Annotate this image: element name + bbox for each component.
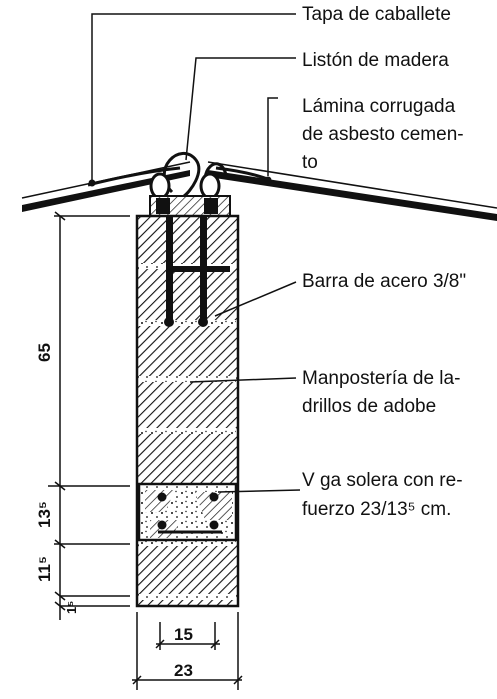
adobe-wall: [135, 214, 240, 608]
wooden-batten-and-hooks: [149, 152, 231, 217]
horizontal-dimension-labels: 15 23: [174, 625, 193, 680]
dim-15: 15: [174, 625, 193, 644]
label-mamposteria-1: Manpostería de la-: [302, 368, 460, 389]
horizontal-dimension-lines: [132, 612, 243, 690]
dim-15-small: 1⁵: [64, 601, 79, 614]
vertical-dimension-labels: 65 13⁵ 11⁵ 1⁵: [35, 343, 79, 614]
label-tapa: Tapa de caballete: [302, 4, 451, 25]
label-lamina-2: de asbesto cemen-: [302, 124, 464, 145]
dim-23: 23: [174, 661, 193, 680]
dim-115: 11⁵: [35, 556, 54, 582]
label-liston: Listón de madera: [302, 50, 449, 71]
label-viga-1: V ga solera con re-: [302, 470, 463, 491]
label-lamina-3: to: [302, 152, 318, 173]
corrugated-roof-sheet: [21, 161, 497, 221]
dim-135: 13⁵: [35, 501, 54, 528]
vertical-dimension-lines: [48, 211, 130, 620]
label-mamposteria-2: drillos de adobe: [302, 396, 436, 417]
label-lamina-1: Lámina corrugada: [302, 96, 456, 117]
callout-labels: Tapa de caballete Listón de madera Lámin…: [302, 4, 466, 520]
leader-lines: [91, 13, 301, 493]
label-viga-2: fuerzo 23/13⁵ cm.: [302, 499, 451, 520]
dim-65: 65: [35, 343, 54, 362]
ridge-cap: [87, 166, 272, 187]
label-barra: Barra de acero 3/8": [302, 271, 466, 292]
